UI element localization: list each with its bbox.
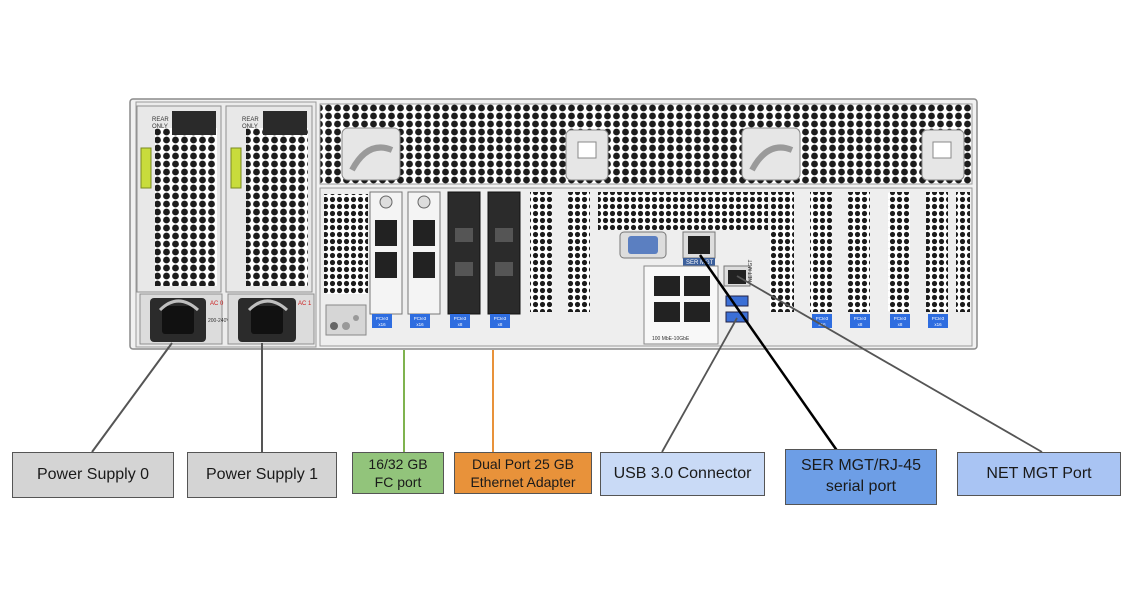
pcie-label-text: PCIe3: [816, 316, 829, 321]
callout-power-supply-1: Power Supply 1: [187, 452, 337, 498]
pcie-label-text: x16: [416, 322, 424, 327]
callout-sermgt-text: SER MGT/RJ-45 serial port: [800, 457, 921, 495]
pcie-label-text: x8: [858, 322, 863, 327]
pcie-label-box: [928, 314, 948, 328]
ethernet-card-2: [487, 191, 521, 315]
fc-card-2: [407, 191, 441, 315]
callout-ser-mgt: SER MGT/RJ-45 serial port: [785, 449, 937, 505]
callout-netmgt-text: NET MGT Port: [986, 464, 1092, 482]
pcie-label-box: [450, 314, 470, 328]
pcie-label-text: PCIe3: [894, 316, 907, 321]
leader-sermgt: [698, 254, 840, 453]
leader-psu0: [91, 342, 173, 453]
power-supply-1: REAR ONLY AC 1: [225, 105, 315, 345]
ser-mgt-port: SER MGT: [682, 231, 716, 266]
pcie-label-text: x8: [898, 322, 903, 327]
pcie-label-box: [490, 314, 510, 328]
handle-right: [741, 127, 801, 181]
ethernet-ports: 100 MbE-10GbE: [643, 265, 719, 345]
callout-psu1-text: Power Supply 1: [205, 465, 319, 483]
psu1-only-label: ONLY: [242, 124, 258, 130]
callout-fc-port: 16/32 GB FC port: [352, 452, 444, 494]
ser-mgt-chassis-label: SER MGT: [686, 260, 714, 266]
callout-ethernet-adapter: Dual Port 25 GB Ethernet Adapter: [454, 452, 592, 494]
ethernet-caption: 100 MbE-10GbE: [652, 336, 690, 342]
pcie-slot-labels: PCIe3x16PCIe3x16PCIe3x8PCIe3x8PCIe3x16PC…: [372, 314, 948, 328]
pcie-label-text: PCIe3: [854, 316, 867, 321]
callout-fc-text: 16/32 GB FC port: [368, 455, 428, 490]
psu1-ac-label: AC 1: [298, 301, 312, 307]
callout-eth25-text: Dual Port 25 GB Ethernet Adapter: [470, 455, 576, 490]
vga-port: [619, 231, 667, 259]
psu1-rear-label: REAR: [242, 117, 259, 123]
power-supply-0: REAR ONLY AC 0 200-240V~: [136, 105, 233, 345]
pcie-label-box: [372, 314, 392, 328]
pcie-label-text: x16: [934, 322, 942, 327]
callout-net-mgt: NET MGT Port: [957, 452, 1121, 496]
leader-usb: [661, 317, 738, 453]
callout-usb: USB 3.0 Connector: [600, 452, 765, 496]
psu0-rating: 200-240V~: [208, 318, 233, 324]
pcie-label-box: [850, 314, 870, 328]
pcie-label-text: PCIe3: [494, 316, 507, 321]
psu0-ac-label: AC 0: [210, 301, 224, 307]
fc-card-1: [369, 191, 403, 315]
leader-netmgt: [736, 275, 1043, 453]
psu0-rear-label: REAR: [152, 117, 169, 123]
net-mgt-chassis-label: NET MGT: [748, 260, 754, 282]
pcie-label-box: [890, 314, 910, 328]
pcie-label-text: x16: [378, 322, 386, 327]
pcie-label-text: PCIe3: [376, 316, 389, 321]
pcie-label-box: [812, 314, 832, 328]
pcie-label-text: x8: [498, 322, 503, 327]
ethernet-card-1: [447, 191, 481, 315]
handle-left: [341, 127, 401, 181]
pcie-label-text: PCIe3: [932, 316, 945, 321]
top-vent-grille: [319, 103, 973, 185]
pcie-label-text: PCIe3: [454, 316, 467, 321]
callout-usb-text: USB 3.0 Connector: [613, 464, 752, 482]
pcie-label-text: PCIe3: [414, 316, 427, 321]
psu0-only-label: ONLY: [152, 124, 168, 130]
pcie-label-text: x8: [458, 322, 463, 327]
pcie-label-box: [410, 314, 430, 328]
callout-power-supply-0: Power Supply 0: [12, 452, 174, 498]
callout-psu0-text: Power Supply 0: [36, 465, 150, 483]
